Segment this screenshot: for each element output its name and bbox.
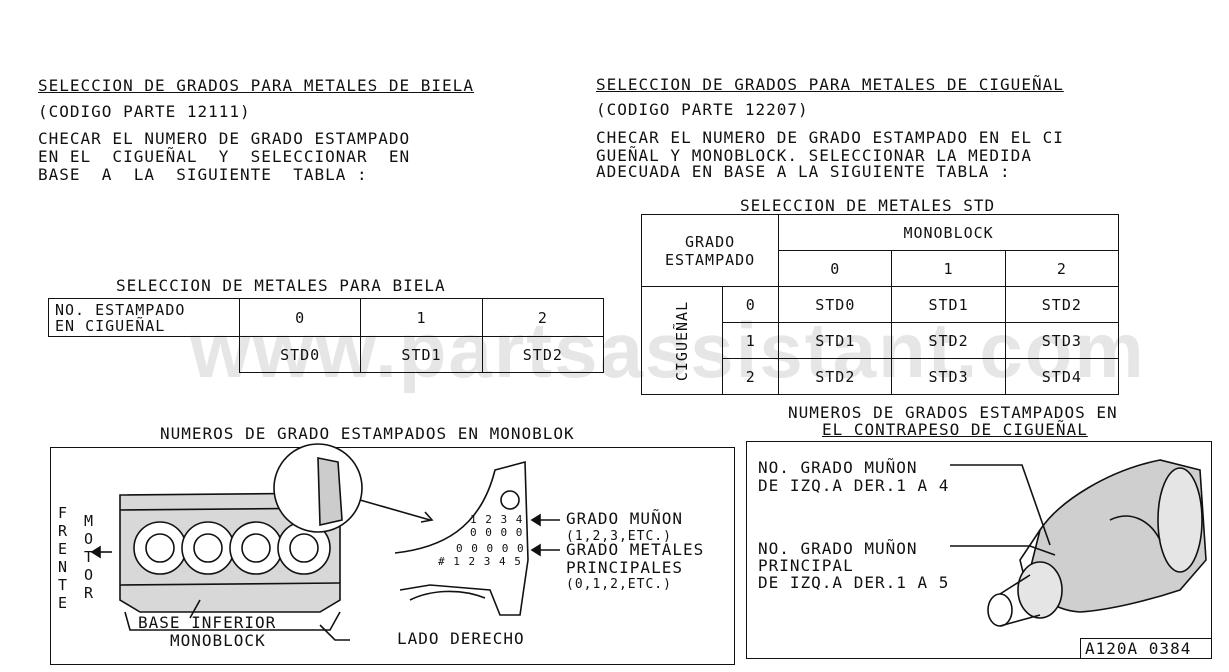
- std-corner-line2: ESTAMPADO: [664, 250, 756, 269]
- std-r2-c1: STD3: [891, 358, 1006, 395]
- crank-panel: [746, 441, 1212, 659]
- biela-row-header: NO. ESTAMPADO EN CIGUEÑAL: [48, 298, 240, 337]
- biela-row-header-line1: NO. ESTAMPADO: [55, 300, 186, 319]
- std-col-group: MONOBLOCK: [778, 214, 1119, 251]
- std-row-2-label: 2: [722, 358, 780, 395]
- stamp-row-4: # 1 2 3 4 5: [438, 555, 522, 568]
- crank-label2-line3: DE IZQ.A DER.1 A 5: [758, 573, 950, 592]
- std-r2-c0: STD2: [778, 358, 893, 395]
- std-r2-c2: STD4: [1004, 358, 1120, 395]
- std-corner: GRADO ESTAMPADO: [640, 214, 780, 287]
- right-title: SELECCION DE GRADOS PARA METALES DE CIGU…: [596, 75, 1064, 94]
- right-instruction-3: ADECUADA EN BASE A LA SIGUIENTE TABLA :: [596, 162, 1011, 181]
- std-row-0-label: 0: [722, 286, 780, 323]
- base-label-1: BASE INFERIOR: [138, 613, 277, 632]
- biela-table: NO. ESTAMPADO EN CIGUEÑAL 0 1 2 STD0 STD…: [48, 298, 605, 373]
- stamp-row-1: 1 2 3 4: [470, 513, 524, 526]
- biela-val-2: STD2: [481, 336, 605, 373]
- biela-val-0: STD0: [238, 336, 362, 373]
- crank-title-2: EL CONTRAPESO DE CIGUEÑAL: [822, 420, 1088, 439]
- crank-label1-line2: DE IZQ.A DER.1 A 4: [758, 476, 950, 495]
- std-col-0: 0: [778, 250, 893, 287]
- right-instruction-1: CHECAR EL NUMERO DE GRADO ESTAMPADO EN E…: [596, 128, 1064, 147]
- monoblock-title: NUMEROS DE GRADO ESTAMPADOS EN MONOBLOK: [160, 424, 575, 443]
- biela-col-0: 0: [238, 298, 362, 337]
- left-code: (CODIGO PARTE 12111): [38, 102, 251, 121]
- std-r0-c0: STD0: [778, 286, 893, 323]
- crank-label1-line1: NO. GRADO MUÑON: [758, 458, 918, 477]
- stamp-row-3: 0 0 0 0 0: [456, 542, 525, 555]
- std-table: GRADO ESTAMPADO MONOBLOCK 0 1 2 CIGUEÑAL…: [640, 214, 1120, 395]
- left-table-title: SELECCION DE METALES PARA BIELA: [116, 276, 446, 295]
- left-instruction-2: EN EL CIGUEÑAL Y SELECCIONAR EN: [38, 147, 411, 166]
- std-r0-c2: STD2: [1004, 286, 1120, 323]
- std-row-1-label: 1: [722, 322, 780, 359]
- monoblock-panel: [50, 447, 735, 665]
- crank-title-1: NUMEROS DE GRADOS ESTAMPADOS EN: [788, 403, 1118, 422]
- callout-principales: PRINCIPALES: [566, 558, 683, 577]
- std-corner-line1: GRADO: [685, 232, 736, 251]
- left-title: SELECCION DE GRADOS PARA METALES DE BIEL…: [38, 76, 474, 95]
- std-row-group: CIGUEÑAL: [640, 286, 724, 395]
- right-instruction-2: GUEÑAL Y MONOBLOCK. SELECCIONAR LA MEDID…: [596, 146, 1032, 165]
- callout-grado-metales-sub: (0,1,2,ETC.): [566, 577, 672, 592]
- std-col-1: 1: [891, 250, 1006, 287]
- callout-grado-munon-sub: (1,2,3,ETC.): [566, 529, 672, 544]
- callout-grado-metales: GRADO METALES: [566, 540, 705, 559]
- biela-row-header-line2: EN CIGUEÑAL: [55, 316, 166, 335]
- right-code: (CODIGO PARTE 12207): [596, 100, 809, 119]
- right-table-title: SELECCION DE METALES STD: [740, 196, 996, 215]
- left-instruction-1: CHECAR EL NUMERO DE GRADO ESTAMPADO: [38, 129, 411, 148]
- base-label-2: MONOBLOCK: [170, 631, 266, 650]
- motor-label: MOTOR: [84, 512, 95, 602]
- ref-code: A120A 0384: [1085, 639, 1192, 658]
- stamp-row-2: 0 0 0 0: [470, 526, 524, 539]
- biela-val-1: STD1: [360, 336, 483, 373]
- ref-box: [1080, 638, 1212, 659]
- left-instruction-3: BASE A LA SIGUIENTE TABLA :: [38, 165, 368, 184]
- frente-label: FRENTE: [58, 504, 69, 612]
- side-label: LADO DERECHO: [397, 629, 525, 648]
- biela-col-1: 1: [360, 298, 483, 337]
- callout-grado-munon: GRADO MUÑON: [566, 509, 683, 528]
- std-r1-c2: STD3: [1004, 322, 1120, 359]
- crank-label2-line2: PRINCIPAL: [758, 556, 854, 575]
- biela-empty-cell: [48, 336, 240, 373]
- crank-label2-line1: NO. GRADO MUÑON: [758, 539, 918, 558]
- std-col-2: 2: [1004, 250, 1120, 287]
